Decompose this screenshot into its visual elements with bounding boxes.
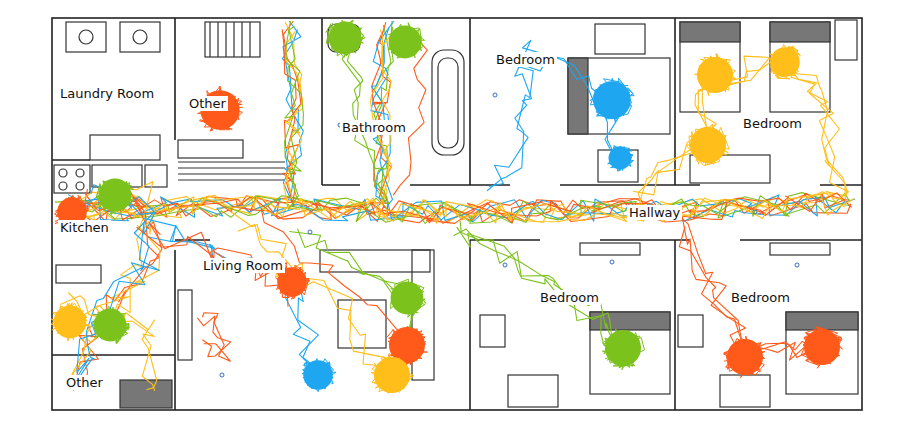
trail [231,212,390,380]
trail [93,306,129,343]
room-label: Bedroom [494,52,557,67]
trail [638,58,847,209]
trail [288,26,304,203]
trail [608,145,634,171]
trail [51,303,89,341]
room-region: Living Room [175,240,470,410]
trail [391,279,426,317]
trail [148,226,322,373]
room-label: Kitchen [58,220,111,235]
room-region: Bedroom [470,240,675,410]
trail [261,209,403,349]
trail [60,193,845,224]
room-label: Bedroom [538,290,601,305]
room-label: Bathroom [340,120,408,135]
trail [137,227,289,307]
room-region: Kitchen [52,160,175,355]
trail [238,225,395,369]
room-label: Laundry Room [58,86,156,101]
room-region: Hallway [175,185,862,240]
trail [454,229,620,349]
trail [682,217,821,350]
trail [71,193,852,223]
trail [347,27,389,204]
trail [371,353,413,393]
trail [695,54,736,96]
trail [460,221,618,349]
room-label: Other [187,96,228,111]
trail [686,125,729,166]
room-label: Other [64,375,105,390]
trail [96,179,134,215]
trail [302,359,336,392]
room-region: Laundry Room [52,18,175,160]
trail [326,20,365,58]
trail [285,22,303,204]
room-label: Bedroom [741,116,804,131]
trail [489,53,621,187]
movement-trails [51,20,855,393]
room-region: Bathroom [322,18,470,185]
trail [602,329,644,370]
room-label: Living Room [201,258,285,273]
room-region: Bedroom [470,18,675,185]
trail [769,45,800,79]
room-region: Bedroom [675,18,862,185]
room-label: Hallway [627,205,682,220]
trail [202,313,230,362]
trail [388,23,425,59]
room-region: Other [175,18,322,185]
sensor-dots [220,93,799,377]
trail [393,34,427,195]
walls [52,18,862,410]
trail [150,223,290,297]
trail [801,327,842,369]
room-region: Other [52,355,175,410]
trail [590,78,634,122]
trail [633,56,849,200]
room-region: Bedroom [675,240,862,410]
room-label: Bedroom [729,290,792,305]
trail [724,336,765,378]
